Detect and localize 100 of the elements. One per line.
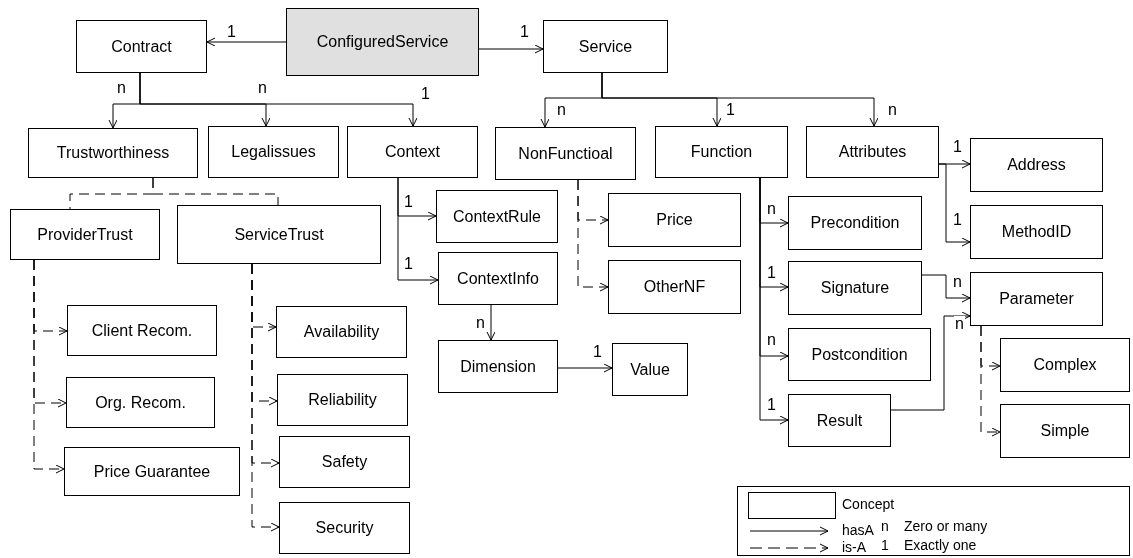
concept-box [67,305,217,356]
concept-box [279,436,410,488]
concept-label: Org. Recom. [95,392,186,413]
concept-box [788,261,922,315]
multiplicity-label: 1 [592,344,603,360]
concept-label: Safety [321,452,368,472]
multiplicity-label: 1 [403,256,414,272]
concept-box [1000,338,1130,392]
concept-box [177,205,381,264]
arrow [33,259,65,474]
concept-box [543,20,668,73]
concept-label: NonFunctioal [518,143,613,164]
arrow [980,325,1001,437]
concept-box [76,20,207,73]
concept-box [655,126,788,178]
concept-box [66,377,215,428]
concept-box [970,205,1103,259]
concept-label: Contract [111,36,172,57]
concept-label: Precondition [810,213,900,233]
arrow [890,311,971,411]
concept-label: Signature [820,278,890,298]
concept-label: Function [690,142,753,162]
arrow [938,163,971,247]
concept-label: ContextInfo [457,268,539,289]
legend-label: hasA [842,523,874,537]
multiplicity-label: 1 [226,24,237,40]
concept-label: OtherNF [643,277,706,297]
concept-label: Value [630,359,670,380]
highlighted-concept-box [286,8,479,76]
concept-label: Price Guarantee [93,461,211,482]
legend-description: Zero or many [904,519,988,533]
concept-box [612,343,688,396]
concept-box [970,138,1103,192]
concept-label: Legalissues [231,142,316,162]
arrow [577,179,609,292]
concept-label: Availability [303,322,380,342]
multiplicity-label: 1 [403,194,414,210]
connector-line [152,177,279,206]
concept-box [806,126,939,178]
arrow [486,304,496,341]
multiplicity-label: n [954,316,965,332]
concept-label: ServiceTrust [234,224,324,245]
concept-box [608,260,741,314]
concept-box [10,209,160,260]
arrow [397,177,439,285]
multiplicity-label: 1 [725,102,736,118]
concept-label: Dimension [460,356,536,377]
arrow [478,44,544,54]
concept-label: Trustworthiness [56,143,170,163]
multiplicity-label: 1 [952,212,963,228]
concept-box [277,374,408,426]
multiplicity-label: 1 [519,24,530,40]
concept-label: MethodID [1001,222,1072,242]
concept-label: ContextRule [452,206,541,227]
arrow [601,72,879,127]
concept-label: Security [315,518,374,538]
concept-box [208,126,339,178]
concept-box [970,272,1103,326]
concept-box [788,394,891,447]
multiplicity-label: 1 [952,139,963,155]
concept-label: Reliability [308,390,377,410]
legend-label: Concept [842,497,895,511]
concept-box [279,502,410,554]
concept-box [495,127,636,180]
concept-box [347,126,478,178]
concept-box [438,340,558,393]
concept-label: Attributes [838,142,907,162]
arrow [557,363,613,373]
multiplicity-label: 1 [420,86,431,102]
concept-box [436,190,558,243]
concept-label: Client Recom. [91,320,193,341]
concept-label: Context [384,142,441,162]
concept-box [1000,404,1130,458]
concept-label: Result [816,410,863,431]
arrow [759,177,789,425]
concept-box [28,128,198,178]
concept-label: Simple [1040,421,1090,441]
concept-label: ConfiguredService [316,32,449,52]
legend-description: Exactly one [904,538,977,552]
concept-box [64,447,240,496]
concept-label: ProviderTrust [37,224,133,245]
multiplicity-label: 1 [766,265,777,281]
concept-label: Address [1007,155,1066,175]
arrow [139,72,418,127]
legend-label: is-A [842,540,867,554]
arrow [206,37,287,47]
concept-box [438,252,558,305]
concept-label: Postcondition [811,344,908,365]
concept-box [788,196,922,250]
concept-box [276,306,407,358]
arrow [251,263,280,532]
concept-label: Parameter [999,289,1074,309]
multiplicity-symbol: 1 [881,538,889,552]
arrow [921,274,971,303]
concept-label: Complex [1033,355,1097,375]
concept-box [608,193,741,247]
concept-label: Price [656,210,693,230]
multiplicity-symbol: n [881,519,889,533]
concept-box [788,328,931,381]
concept-label: Service [578,36,633,57]
